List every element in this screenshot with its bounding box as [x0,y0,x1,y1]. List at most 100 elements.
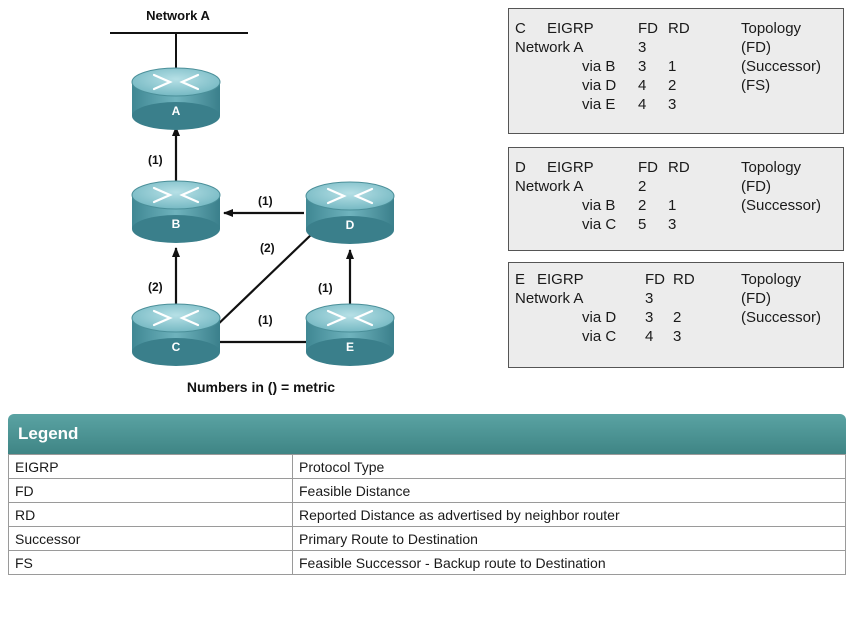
route-fd: 4 [638,77,647,94]
legend-term: EIGRP [8,454,293,479]
diagram-caption: Numbers in () = metric [187,379,335,395]
route-rd: 2 [668,77,677,94]
route-fd: 5 [638,216,647,233]
route-fd: 4 [638,96,647,113]
route-row: via B 2 1 (Successor) [509,197,843,215]
svg-text:C: C [172,340,181,354]
network-fd: 2 [638,178,647,195]
route-fd: 3 [645,309,654,326]
network-name: Network A [515,290,584,307]
route-fd: 2 [638,197,647,214]
route-via: via D [582,309,617,326]
router-name: E [515,271,526,288]
metric-e-d: (1) [318,281,333,295]
network-diagram: Network A A B D C E (1) (1) (2) (2) (1) … [110,8,396,395]
network-a-label: Network A [146,8,210,23]
fd-header: FD [638,159,658,176]
fd-header: FD [638,20,658,37]
table-header-row: D EIGRP FD RD Topology [509,159,843,177]
legend-definition: Protocol Type [292,454,846,479]
route-rd: 2 [673,309,682,326]
metric-d-b: (1) [258,194,273,208]
route-topology: (Successor) [741,58,822,75]
route-topology: (FS) [741,77,771,94]
network-row: Network A 3 (FD) [509,290,843,308]
network-name: Network A [515,178,584,195]
topology-table-e: E EIGRP FD RD Topology Network A 3 (FD) … [508,262,844,368]
router-a: A [130,66,222,132]
router-b: B [130,179,222,245]
table-row: FD Feasible Distance [8,478,846,503]
router-name: D [515,159,526,176]
link-c-d [211,231,315,331]
network-topology: (FD) [741,39,771,56]
table-row: RD Reported Distance as advertised by ne… [8,502,846,527]
route-rd: 1 [668,58,677,75]
legend-definition: Reported Distance as advertised by neigh… [292,502,846,527]
legend-title: Legend [8,414,846,454]
legend: Legend EIGRP Protocol Type FD Feasible D… [8,414,846,575]
svg-text:A: A [172,104,181,118]
network-topology: (FD) [741,290,771,307]
legend-term: FD [8,478,293,503]
route-via: via B [582,58,616,75]
route-topology: (Successor) [741,197,822,214]
route-rd: 3 [668,96,677,113]
route-row: via C 5 3 [509,216,843,234]
router-c: C [130,302,222,368]
topology-table-c: C EIGRP FD RD Topology Network A 3 (FD) … [508,8,844,134]
legend-definition: Primary Route to Destination [292,526,846,551]
table-row: EIGRP Protocol Type [8,454,846,479]
route-via: via C [582,328,617,345]
table-row: FS Feasible Successor - Backup route to … [8,550,846,575]
router-d: D [304,180,396,246]
route-row: via C 4 3 [509,328,843,346]
legend-definition: Feasible Distance [292,478,846,503]
topology-header: Topology [741,20,802,37]
network-name: Network A [515,39,584,56]
metric-c-b: (2) [148,280,163,294]
route-via: via B [582,197,616,214]
metric-a-b: (1) [148,153,163,167]
router-name: C [515,20,526,37]
table-header-row: C EIGRP FD RD Topology [509,20,843,38]
route-rd: 3 [668,216,677,233]
route-via: via C [582,216,617,233]
table-header-row: E EIGRP FD RD Topology [509,271,843,289]
protocol-label: EIGRP [547,159,594,176]
svg-text:B: B [172,217,181,231]
route-rd: 1 [668,197,677,214]
network-fd: 3 [645,290,654,307]
route-via: via E [582,96,616,113]
route-row: via D 4 2 (FS) [509,77,843,95]
legend-table: EIGRP Protocol Type FD Feasible Distance… [8,454,846,575]
table-row: Successor Primary Route to Destination [8,526,846,551]
rd-header: RD [668,159,690,176]
legend-term: FS [8,550,293,575]
svg-text:E: E [346,340,354,354]
topology-header: Topology [741,159,802,176]
route-fd: 4 [645,328,654,345]
route-rd: 3 [673,328,682,345]
network-topology: (FD) [741,178,771,195]
legend-term: RD [8,502,293,527]
legend-term: Successor [8,526,293,551]
route-row: via B 3 1 (Successor) [509,58,843,76]
route-topology: (Successor) [741,309,822,326]
metric-c-d: (2) [260,241,275,255]
protocol-label: EIGRP [537,271,584,288]
network-row: Network A 3 (FD) [509,39,843,57]
route-via: via D [582,77,617,94]
network-fd: 3 [638,39,647,56]
route-row: via D 3 2 (Successor) [509,309,843,327]
router-e: E [304,302,396,368]
fd-header: FD [645,271,665,288]
rd-header: RD [668,20,690,37]
route-row: via E 4 3 [509,96,843,114]
svg-text:D: D [346,218,355,232]
route-fd: 3 [638,58,647,75]
protocol-label: EIGRP [547,20,594,37]
rd-header: RD [673,271,695,288]
network-row: Network A 2 (FD) [509,178,843,196]
metric-c-e: (1) [258,313,273,327]
